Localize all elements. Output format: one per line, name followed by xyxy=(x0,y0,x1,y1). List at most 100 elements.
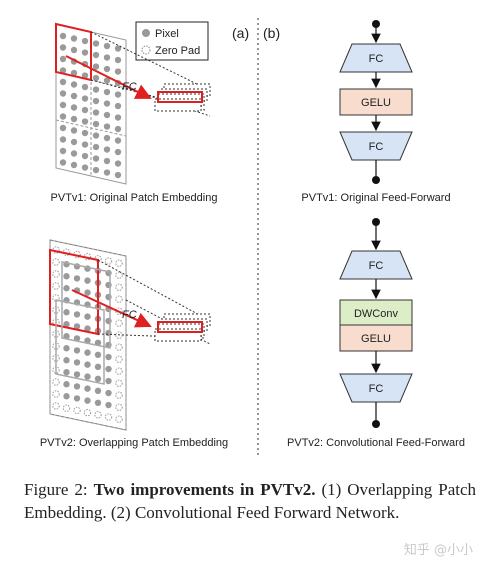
pixel-dot xyxy=(59,67,67,74)
pixel-dot xyxy=(73,323,81,330)
zero-pad-dot xyxy=(104,413,113,421)
ff1-fc1-label: FC xyxy=(369,53,384,65)
zero-pad-dot xyxy=(62,404,71,412)
pixel-dot xyxy=(73,311,81,318)
pixel-dot xyxy=(92,86,100,93)
pixel-dot xyxy=(63,309,70,316)
zero-pad-dot xyxy=(115,319,123,327)
pixel-dot xyxy=(105,401,112,409)
pixel-dot xyxy=(70,138,78,146)
zero-pad-dot xyxy=(115,295,123,303)
caption-patch-v2: PVTv2: Overlapping Patch Embedding xyxy=(40,437,228,449)
pixel-dot xyxy=(114,68,122,75)
zero-pad-dot xyxy=(52,258,60,266)
pixel-dot xyxy=(59,32,67,40)
legend-box: Pixel Zero Pad xyxy=(135,21,209,61)
patch-embedding-v2: FC PVTv2: Overlapping Patch Embedding xyxy=(40,239,228,449)
ff2-dwconv-label: DWConv xyxy=(354,308,399,320)
pixel-dot xyxy=(114,160,122,167)
pixel-dot xyxy=(92,97,100,105)
legend-pixel-label: Pixel xyxy=(155,28,179,40)
pixel-dot xyxy=(114,56,122,64)
zero-pad-legend-icon xyxy=(141,45,151,55)
pixel-dot xyxy=(73,347,81,354)
fc-label-v1: FC xyxy=(122,81,137,93)
zero-pad-dot xyxy=(52,378,60,386)
pixel-dot xyxy=(73,371,81,378)
pixel-dot xyxy=(92,120,100,128)
pixel-dot xyxy=(105,353,112,361)
caption-patch-v1: PVTv1: Original Patch Embedding xyxy=(51,192,218,204)
figure-caption: Figure 2: Two improvements in PVTv2. (1)… xyxy=(24,478,476,524)
pixel-dot xyxy=(84,385,91,392)
zero-pad-dot xyxy=(115,343,123,351)
pixel-dot xyxy=(63,393,70,400)
pixel-dot xyxy=(84,361,91,368)
watermark: 知乎 @小小 xyxy=(403,543,473,558)
pixel-dot xyxy=(73,275,81,282)
pixel-dot xyxy=(81,141,89,148)
pixel-dot xyxy=(70,115,78,123)
pixel-dot xyxy=(81,72,89,79)
pixel-dot xyxy=(63,321,70,328)
pixel-dot xyxy=(103,157,111,165)
pixel-dot xyxy=(59,147,67,155)
pixel-dot xyxy=(63,273,70,280)
pixel-dot xyxy=(103,169,111,176)
pixel-dot xyxy=(92,109,100,116)
pixel-dot xyxy=(70,69,78,77)
pixel-dot xyxy=(84,325,91,332)
pixel-dot xyxy=(103,65,111,73)
zero-pad-dot xyxy=(52,270,60,278)
pixel-dot xyxy=(92,63,100,70)
feed-forward-v2: FC DWConv GELU FC PVTv2: Convolutional F… xyxy=(287,218,465,449)
panel-a-tag: (a) xyxy=(232,25,249,41)
pixel-dot xyxy=(73,359,81,366)
zero-pad-dot xyxy=(115,271,123,279)
pixel-dot xyxy=(84,313,91,320)
pixel-dot xyxy=(81,49,89,56)
pixel-dot xyxy=(59,90,67,97)
pixel-dot xyxy=(73,335,81,342)
pixel-dot xyxy=(70,46,78,54)
pixel-dot xyxy=(70,104,78,111)
legend-zero-pad-label: Zero Pad xyxy=(155,45,200,57)
zero-pad-dot xyxy=(52,390,60,398)
pixel-dot xyxy=(63,369,70,376)
pixel-dot xyxy=(70,150,78,157)
pixel-dot xyxy=(103,54,111,61)
zero-pad-dot xyxy=(115,391,123,399)
pixel-dot xyxy=(81,83,89,91)
pixel-dot xyxy=(59,113,67,120)
pixel-dot xyxy=(63,381,70,388)
pixel-dot xyxy=(84,397,91,404)
pixel-dot xyxy=(63,333,70,340)
pixel-dot xyxy=(94,399,102,407)
pixel-dot xyxy=(59,78,67,86)
pixel-dot xyxy=(103,146,111,153)
pixel-dot xyxy=(94,363,102,371)
figure-diagram: (a) (b) Pixel Zero Pad FC PVTv1: Origina… xyxy=(40,18,465,455)
token-stack-v2 xyxy=(154,313,211,342)
pixel-dot xyxy=(70,127,78,134)
pixel-dot xyxy=(81,118,89,125)
pixel-dot xyxy=(63,345,70,352)
ff2-fc2-block xyxy=(339,373,413,403)
ff2-fc1-block xyxy=(339,250,413,280)
pixel-dot xyxy=(81,106,89,114)
pixel-dot xyxy=(103,77,111,84)
fc-arrow-v1 xyxy=(65,55,152,99)
overlap-window-2 xyxy=(61,261,111,349)
zero-pad-dot xyxy=(52,402,60,410)
pixel-dot xyxy=(103,88,111,96)
zero-pad-dot xyxy=(73,406,81,415)
pixel-dot xyxy=(84,349,91,356)
pixel-dot xyxy=(84,373,91,380)
pixel-dot xyxy=(70,92,78,100)
pixel-dot xyxy=(92,74,100,82)
patch-embedding-v1: FC PVTv1: Original Patch Embedding xyxy=(51,22,218,204)
ff2-fc1-label: FC xyxy=(369,260,384,272)
pixel-dot xyxy=(103,42,111,50)
zero-pad-dot xyxy=(115,259,123,267)
pixel-dot xyxy=(70,35,78,42)
